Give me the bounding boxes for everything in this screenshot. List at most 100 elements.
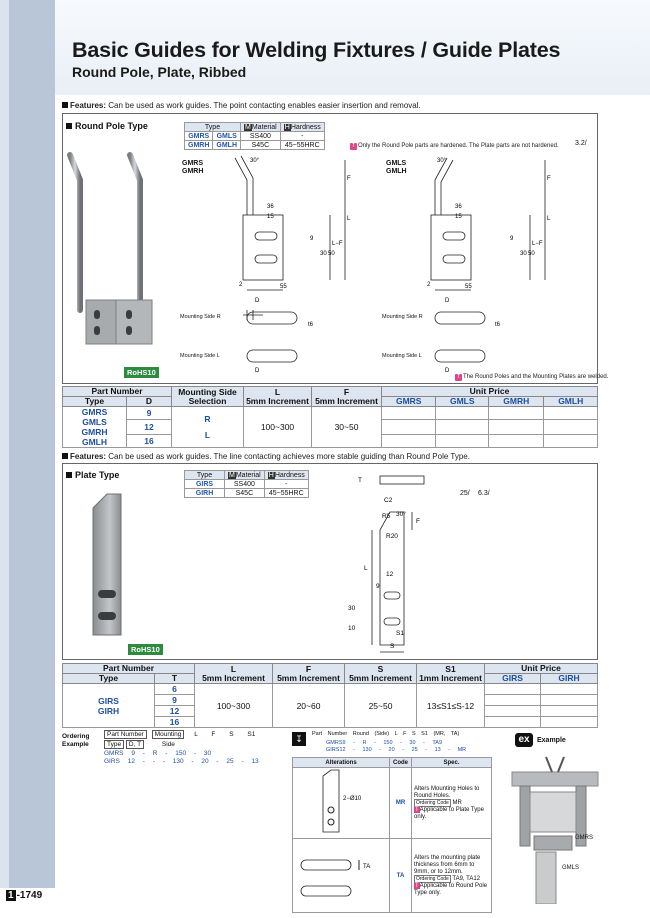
panel-title-text: Round Pole Type (75, 121, 148, 131)
alt-spec-text: Alters the mounting plate thickness from… (414, 854, 481, 875)
d-cell: 12 (126, 418, 172, 436)
ordering-sub: Type D, T Side (104, 740, 175, 749)
t-cell: 6 (154, 683, 195, 695)
ordering-head-cell: S (229, 731, 234, 738)
dim-angle: 30° (250, 158, 260, 164)
th-price-col: GIRH (539, 673, 599, 684)
mounting-side-l-label: Mounting Side L (180, 353, 220, 359)
side-value: L (204, 430, 211, 440)
dim-d: D (255, 298, 260, 304)
dim-36: 36 (455, 204, 462, 210)
price-cell (484, 694, 541, 706)
price-cell (435, 418, 490, 436)
panel-title-round-pole: Round Pole Type (66, 121, 148, 131)
dim-50: 50 (328, 251, 335, 257)
alt-head-cell: S (411, 731, 416, 737)
alt-head-cell: Part Number (312, 731, 348, 737)
oc-label: Ordering Code (414, 798, 451, 807)
ta-drawing-label: TA (363, 864, 370, 870)
th-price-col: GMRS (380, 396, 437, 407)
dim-2: 2 (239, 282, 243, 288)
mat-hardness-label: Hardness (274, 471, 305, 479)
alt-order-row-2: GIRS12 - 130 - 20 - 25 - 13 - MR (326, 747, 467, 753)
price-cell (539, 683, 599, 695)
dim-36: 36 (267, 204, 274, 210)
alt-spec-mr: Alters Mounting Holes to Round Holes. Or… (411, 767, 492, 839)
ordering-value: - (165, 750, 168, 757)
page-number-value: -1749 (16, 890, 43, 901)
ordering-value: - (152, 758, 155, 765)
ordering-value: - (241, 758, 244, 765)
dim-d: D (445, 298, 450, 304)
price-cell (543, 434, 598, 448)
features-label: Features: (70, 101, 107, 110)
price-cell (435, 406, 490, 420)
ordering-label-2: Example (62, 741, 89, 748)
t-cell: 16 (154, 716, 195, 728)
rohs-badge: RoHS10 (124, 367, 159, 378)
alt-note: Applicable to Plate Type only. (414, 806, 484, 820)
th-f-2: 5mm Increment (315, 395, 378, 406)
dim-f: F (416, 518, 420, 525)
th-mounting-2: Selection (188, 395, 227, 406)
th-unit-price: Unit Price (484, 663, 598, 674)
h-icon: H (283, 123, 291, 131)
panel-title-text: Plate Type (75, 470, 120, 480)
note-icon: T (455, 374, 462, 381)
example-photo (511, 756, 599, 904)
ordering-value: GMRS (104, 750, 124, 757)
alt-drawing-ta: TA (292, 838, 390, 913)
th-s1-1: S1 (445, 663, 456, 674)
ordering-value: - (162, 758, 165, 765)
drawing-gmrs: 30° 36 15 9 30 50 2 55 F L L−F D t6 D (234, 155, 351, 372)
alt-value: 30 (409, 740, 416, 746)
s1-range-cell: 13≤S1≤S-12 (416, 683, 485, 728)
dim-r5: R5 (382, 513, 391, 520)
page-subtitle: Round Pole, Plate, Ribbed (72, 64, 247, 80)
ordering-value: R (152, 750, 158, 757)
note-icon: T (414, 882, 420, 889)
f-range-cell: 20~60 (272, 683, 345, 728)
f-range-cell: 30~50 (311, 406, 382, 448)
alt-spec-text: Alters Mounting Holes to Round Holes. (414, 785, 480, 799)
alt-code-mr: MR (389, 767, 412, 839)
side-r-text: Mounting Side R (180, 314, 221, 320)
dim-f: F (347, 176, 351, 182)
th-l-2: 5mm Increment (246, 395, 309, 406)
price-cell (435, 434, 490, 448)
features-text: Can be used as work guides. The point co… (108, 101, 421, 110)
square-bullet-icon (62, 453, 68, 459)
oc-value: TA9, TA12 (452, 875, 481, 882)
mat-cell: GMLS (212, 131, 241, 141)
dim-f: F (547, 176, 551, 182)
ordering-value: - (191, 758, 194, 765)
dim-s: S (390, 643, 395, 650)
m-icon: M (244, 123, 252, 131)
header-band (55, 0, 650, 95)
mat-cell: 45~55HRC (263, 488, 309, 498)
features-text: Can be used as work guides. The line con… (108, 452, 470, 461)
dim-d-bottom: D (445, 368, 450, 372)
ordering-head-cell: F (211, 731, 216, 738)
plate-panel (62, 463, 598, 660)
note-icon: T (414, 806, 420, 813)
dim-c: C2 (384, 497, 393, 504)
ordering-value: - (193, 750, 197, 757)
dim-lf: L−F (532, 241, 543, 247)
price-cell (543, 406, 598, 420)
example-tag-gmrs: GMRS (575, 835, 593, 841)
th-price-col: GMRH (488, 396, 545, 407)
dim-d-bottom: D (255, 368, 260, 372)
ordering-sub-cell: Side (161, 741, 175, 748)
dim-l: L (364, 565, 368, 572)
side-l-text: Mounting Side L (180, 353, 220, 359)
features-line-2: Features: Can be used as work guides. Th… (62, 452, 470, 461)
